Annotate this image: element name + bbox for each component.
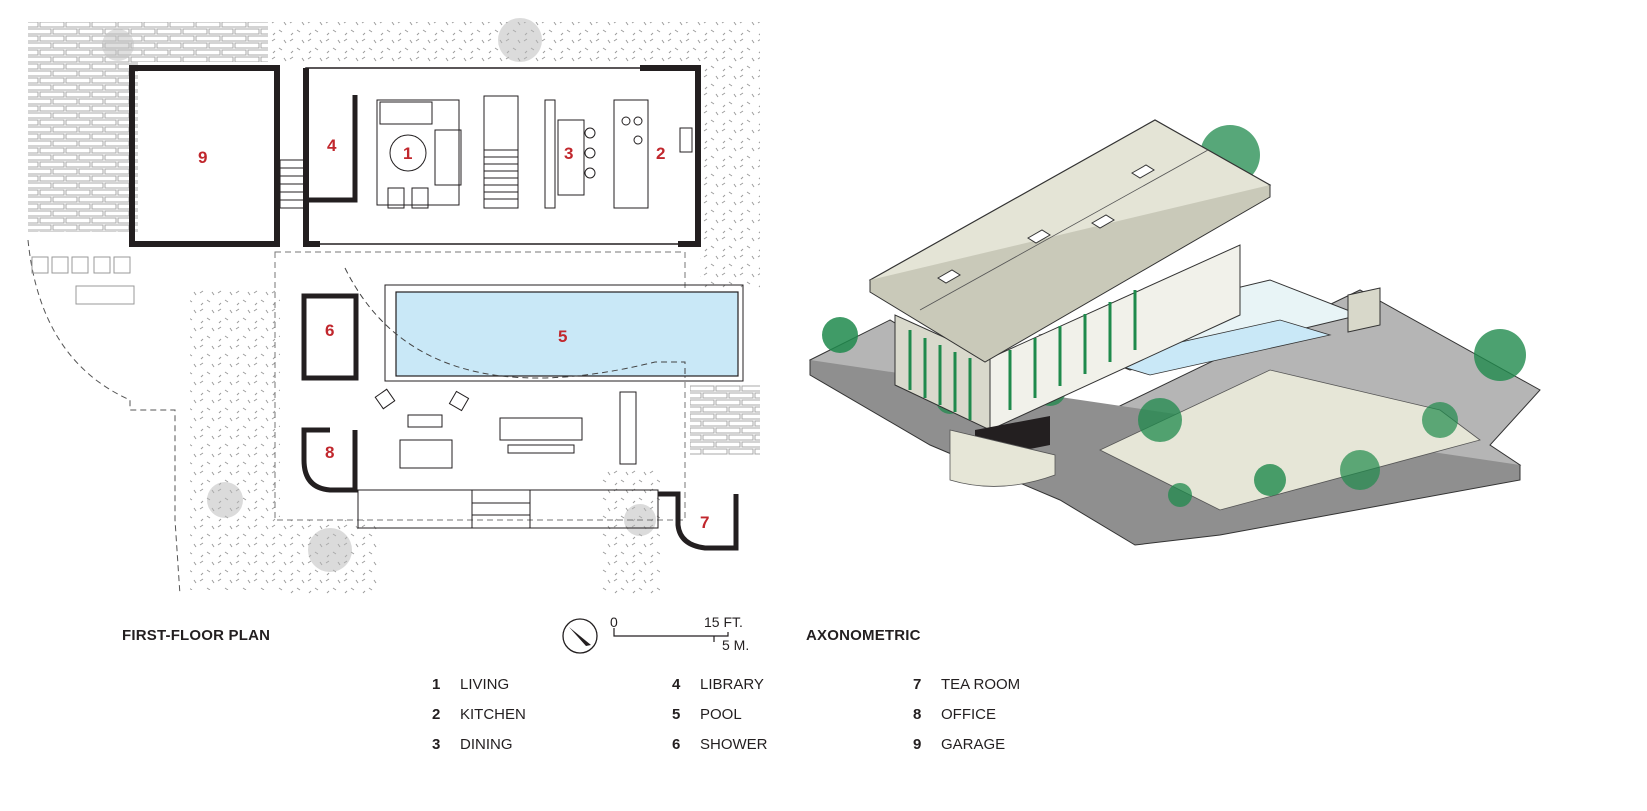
legend-number: 5 — [672, 706, 681, 723]
room-number-2: 2 — [656, 144, 665, 163]
legend-item: 1 LIVING — [432, 676, 509, 693]
room-number-5: 5 — [558, 327, 567, 346]
scale-meters: 5 M. — [722, 637, 750, 653]
legend-item: 3 DINING — [432, 736, 513, 753]
room-number-9: 9 — [198, 148, 207, 167]
north-arrow-icon — [562, 618, 598, 654]
parking-tiles — [31, 256, 135, 305]
green-screen — [908, 290, 1137, 420]
legend-label: POOL — [700, 706, 742, 723]
skylights — [937, 164, 1155, 284]
stair — [279, 95, 519, 209]
tea-room-walls — [658, 491, 739, 551]
pool-axo — [1098, 319, 1332, 376]
site-boundary — [27, 239, 181, 596]
legend-label: LIBRARY — [700, 676, 764, 693]
legend-number: 6 — [672, 736, 681, 753]
tea-room-block — [1347, 287, 1381, 333]
first-floor-plan: 9 4 1 3 2 5 6 8 7 — [27, 18, 760, 596]
room-number-6: 6 — [325, 321, 334, 340]
scale-zero: 0 — [610, 614, 618, 630]
legend-number: 8 — [913, 706, 922, 723]
legend-number: 2 — [432, 706, 441, 723]
terrace-steps — [357, 489, 659, 529]
house-walls — [303, 65, 701, 247]
legend-label: DINING — [460, 736, 513, 753]
site-paving — [28, 22, 760, 455]
overhang-outline — [274, 251, 686, 521]
axonometric-drawing — [808, 119, 1541, 546]
legend-item: 4 LIBRARY — [672, 676, 764, 693]
legend-number: 7 — [913, 676, 922, 693]
legend-label: TEA ROOM — [941, 676, 1021, 693]
room-number-8: 8 — [325, 443, 334, 462]
legend-label: OFFICE — [941, 706, 996, 723]
legend-item: 7 TEA ROOM — [913, 676, 1020, 693]
room-number-3: 3 — [564, 144, 573, 163]
legend-item: 9 GARAGE — [913, 736, 1005, 753]
pool — [395, 291, 739, 377]
axonometric-caption: AXONOMETRIC — [806, 627, 921, 644]
legend-label: LIVING — [460, 676, 510, 693]
legend-label: GARAGE — [941, 736, 1006, 753]
legend-number: 4 — [672, 676, 681, 693]
living-furniture — [376, 99, 462, 209]
legend-number: 3 — [432, 736, 441, 753]
legend-number: 9 — [913, 736, 922, 753]
legend-item: 2 KITCHEN — [432, 706, 526, 723]
shower-walls — [301, 293, 359, 381]
legend-label: KITCHEN — [460, 706, 526, 723]
office-walls — [301, 427, 358, 493]
garage-walls — [129, 65, 280, 247]
legend-item: 6 SHOWER — [672, 736, 768, 753]
room-number-4: 4 — [327, 136, 337, 155]
legend-item: 5 POOL — [672, 706, 742, 723]
scale-bar — [613, 628, 729, 642]
room-number-7: 7 — [700, 513, 709, 532]
kitchen-island — [613, 99, 693, 209]
scale-feet: 15 FT. — [704, 614, 743, 630]
plan-caption: FIRST-FLOOR PLAN — [122, 627, 271, 644]
lawn — [1099, 369, 1481, 511]
room-number-1: 1 — [403, 144, 412, 163]
legend-number: 1 — [432, 676, 441, 693]
site-vegetation — [102, 18, 760, 595]
terrace-furniture — [374, 388, 637, 469]
legend-label: SHOWER — [700, 736, 768, 753]
dining-furniture — [544, 99, 596, 209]
legend-item: 8 OFFICE — [913, 706, 996, 723]
